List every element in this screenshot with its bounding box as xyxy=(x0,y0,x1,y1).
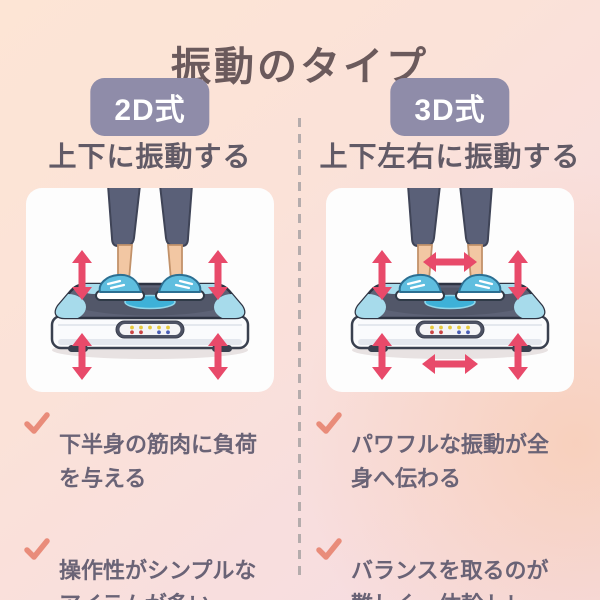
check-icon xyxy=(24,538,50,560)
subtitle-3d: 上下左右に振動する xyxy=(319,141,581,172)
badge-3d: 3D式 xyxy=(390,78,510,136)
point-text: 下半身の筋肉に負荷を与える xyxy=(59,432,258,491)
point-text: パワフルな振動が全身へ伝わる xyxy=(351,432,550,491)
list-item: 操作性がシンプルなアイテムが多い xyxy=(24,532,324,600)
subtitle-2d: 上下に振動する xyxy=(48,141,252,172)
list-item: 下半身の筋肉に負荷を与える xyxy=(24,406,324,518)
point-text: バランスを取るのが難しく、体幹トレーニングになる xyxy=(351,558,549,600)
badge-2d: 2D式 xyxy=(90,78,210,136)
page-title: 振動のタイプ xyxy=(171,44,429,89)
vertical-horizontal-vibration-arrows xyxy=(372,250,528,380)
check-icon xyxy=(316,412,342,434)
check-icon xyxy=(316,538,342,560)
list-item: パワフルな振動が全身へ伝わる xyxy=(316,406,600,518)
vertical-vibration-arrows xyxy=(72,250,228,380)
illustration-card-2d xyxy=(26,188,274,392)
points-list-3d: パワフルな振動が全身へ伝わる バランスを取るのが難しく、体幹トレーニングになる xyxy=(300,406,600,600)
check-icon xyxy=(24,412,50,434)
vibration-plate-vertical-arrows-icon xyxy=(50,188,250,380)
column-3d: 3D式 上下左右に振動する xyxy=(300,0,600,600)
list-item: バランスを取るのが難しく、体幹トレーニングになる xyxy=(316,532,600,600)
points-list-2d: 下半身の筋肉に負荷を与える 操作性がシンプルなアイテムが多い xyxy=(0,406,324,600)
vibration-plate-vertical-horizontal-arrows-icon xyxy=(350,188,550,380)
vertical-dashed-divider xyxy=(298,118,301,582)
illustration-card-3d xyxy=(326,188,574,392)
point-text: 操作性がシンプルなアイテムが多い xyxy=(59,558,257,600)
column-2d: 2D式 上下に振動する xyxy=(24,78,274,600)
